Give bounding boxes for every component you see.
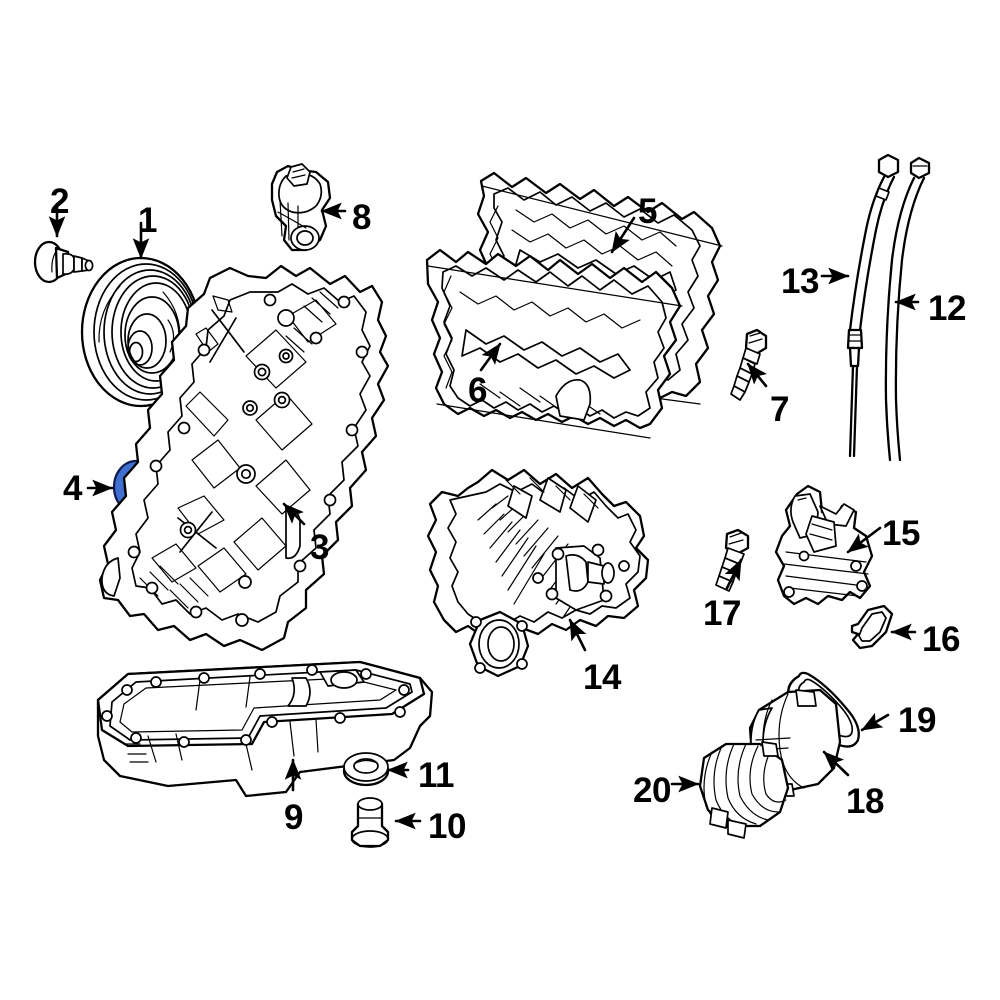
callout-label-1[interactable]: 1: [138, 201, 157, 240]
part-15-oil-cooler-housing-adapter: [774, 484, 874, 606]
callout-label-16[interactable]: 16: [922, 620, 960, 659]
leader-7: [746, 362, 768, 388]
leader-5: [610, 216, 636, 254]
callout-label-19[interactable]: 19: [898, 701, 936, 740]
leader-15: [846, 526, 882, 554]
part-8-oil-filler-neck-cap: [270, 163, 332, 252]
callout-label-12[interactable]: 12: [928, 289, 966, 328]
callout-label-2[interactable]: 2: [50, 182, 69, 221]
leader-19: [860, 712, 890, 732]
callout-label-6[interactable]: 6: [468, 371, 487, 410]
part-11-oil-drain-plug-gasket: [342, 752, 390, 787]
leader-6: [479, 342, 502, 372]
leader-14: [568, 618, 587, 652]
part-10-oil-drain-plug: [350, 797, 390, 848]
leader-3: [282, 502, 306, 526]
part-14-intake-manifold: [426, 468, 650, 678]
part-2-crankshaft-damper-bolt: [33, 240, 94, 284]
part-16-oil-cooler-retaining-clip: [850, 604, 894, 650]
callout-label-10[interactable]: 10: [428, 807, 466, 846]
callout-label-5[interactable]: 5: [638, 192, 657, 231]
leader-17: [724, 558, 743, 590]
callout-label-13[interactable]: 13: [781, 262, 819, 301]
leader-18: [822, 750, 850, 777]
callout-label-18[interactable]: 18: [846, 782, 884, 821]
callout-label-14[interactable]: 14: [583, 658, 621, 697]
callout-label-11[interactable]: 11: [418, 756, 455, 795]
callout-label-17[interactable]: 17: [703, 594, 741, 633]
part-17-oil-cooler-housing-bolt: [715, 528, 750, 592]
callout-label-8[interactable]: 8: [352, 198, 371, 237]
leader-lines: [48, 202, 920, 830]
callout-label-3[interactable]: 3: [310, 528, 329, 567]
callout-label-15[interactable]: 15: [882, 514, 920, 553]
part-20-oil-filter-cap: [698, 741, 790, 839]
part-12-oil-dipstick-tube: [884, 156, 931, 462]
callout-label-7[interactable]: 7: [770, 390, 789, 429]
part-6-valve-cover-left: [425, 248, 683, 439]
part-3-timing-chain-cover: [98, 264, 390, 652]
callout-label-20[interactable]: 20: [633, 771, 671, 810]
part-13-engine-oil-dipstick: [846, 153, 900, 458]
callout-label-9[interactable]: 9: [284, 798, 303, 837]
callout-label-4[interactable]: 4: [63, 469, 82, 508]
